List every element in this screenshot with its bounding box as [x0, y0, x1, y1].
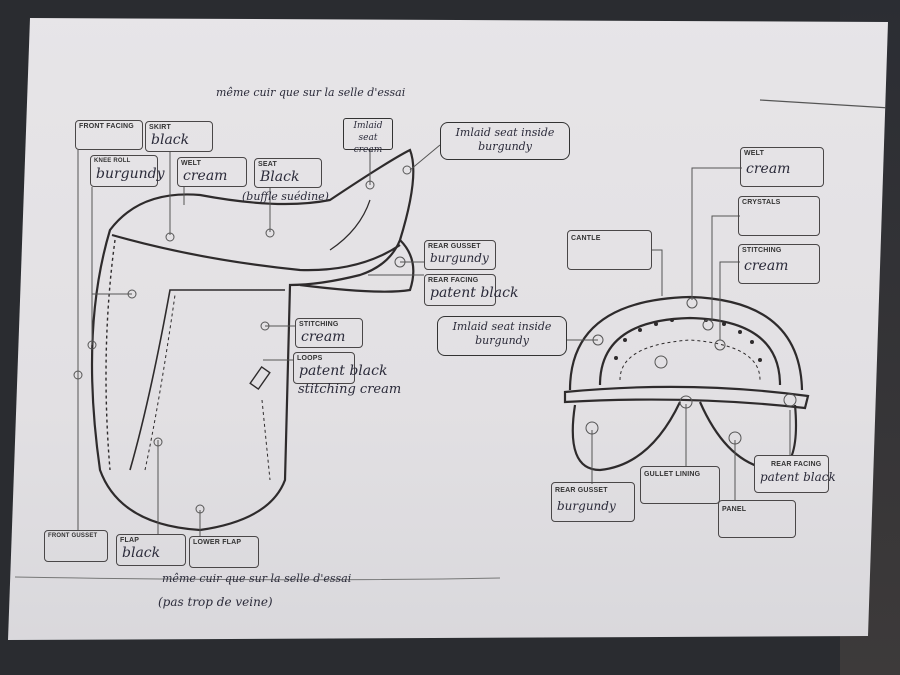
- edge-line: [759, 99, 888, 109]
- note-seat: (buffle suédine): [242, 190, 329, 203]
- side-leader-lines: [73, 144, 441, 536]
- label-gullet-lining: GULLET LINING: [640, 466, 720, 504]
- note-flap-2: (pas trop de veine): [158, 595, 273, 609]
- label-cantle: CANTLE: [567, 230, 652, 270]
- label-crystals: CRYSTALS: [738, 196, 820, 236]
- rear-leader-lines: [567, 167, 797, 500]
- label-panel: PANEL: [718, 500, 796, 538]
- label-lower-flap: LOWER FLAP: [189, 536, 259, 568]
- note-flap-1: même cuir que sur la selle d'essai: [162, 572, 352, 585]
- rear-view-saddle: [563, 295, 810, 472]
- fold-line: [14, 576, 501, 581]
- label-front-gusset: FRONT GUSSET: [44, 530, 108, 562]
- side-view-saddle: [90, 148, 415, 532]
- note-loops: stitching cream: [298, 382, 402, 397]
- note-skirt: même cuir que sur la selle d'essai: [216, 86, 406, 99]
- label-front-facing: FRONT FACING: [75, 120, 143, 150]
